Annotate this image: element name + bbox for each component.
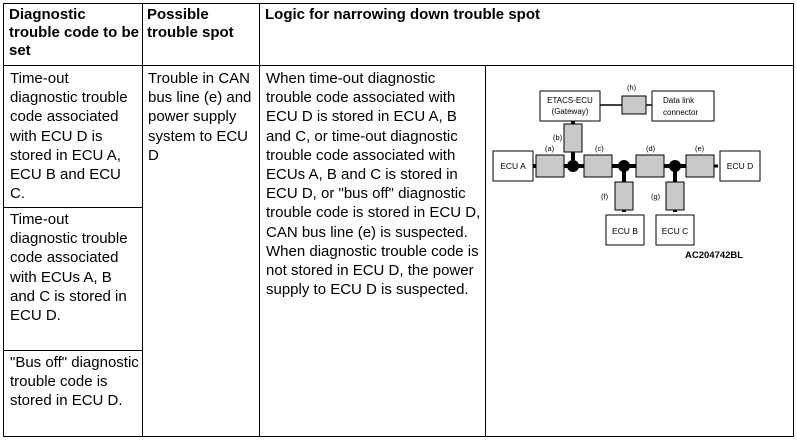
segment-c-label: (c) bbox=[595, 144, 604, 153]
ecu-b-label: ECU B bbox=[612, 226, 638, 236]
code-row-divider-1 bbox=[3, 207, 143, 208]
code-cell-3: "Bus off" diagnostic trouble code is sto… bbox=[10, 354, 139, 410]
data-link-connector-label-2: connector bbox=[663, 108, 698, 117]
code-cell-2: Time-out diagnostic trouble code associa… bbox=[10, 211, 128, 325]
segment-g-block bbox=[665, 181, 685, 211]
etacs-gateway-label: (Gateway) bbox=[552, 107, 589, 116]
code-row-divider-2 bbox=[3, 350, 143, 351]
table-border-top bbox=[3, 3, 794, 4]
segment-e-block bbox=[685, 154, 715, 178]
junction-ecu-c bbox=[669, 160, 681, 172]
segment-b-label: (b) bbox=[553, 133, 563, 142]
data-link-connector-box bbox=[651, 90, 715, 122]
segment-a-label: (a) bbox=[545, 144, 555, 153]
segment-d-label: (d) bbox=[646, 144, 656, 153]
figure-column-divider bbox=[485, 65, 486, 437]
segment-f-block bbox=[614, 181, 634, 211]
ecu-a-box bbox=[492, 150, 534, 182]
segment-f-label: (f) bbox=[601, 192, 609, 201]
table-border-left bbox=[3, 3, 4, 437]
header-diagnostic-code: Diagnostic trouble code to be set bbox=[9, 6, 140, 59]
ecu-d-box bbox=[719, 150, 761, 182]
table-border-right bbox=[793, 3, 794, 437]
code-cell-1: Time-out diagnostic trouble code associa… bbox=[10, 70, 128, 203]
etacs-ecu-label: ETACS-ECU bbox=[547, 96, 593, 105]
segment-h-block bbox=[621, 95, 647, 115]
header-row-divider bbox=[3, 65, 794, 66]
junction-ecu-b bbox=[618, 160, 630, 172]
segment-c-block bbox=[583, 154, 613, 178]
can-bus-diagram: ETACS-ECU (Gateway) Data link connector … bbox=[492, 83, 761, 261]
figure-code: AC204742BL bbox=[685, 250, 743, 261]
data-link-connector-label-1: Data link bbox=[663, 96, 695, 105]
header-logic: Logic for narrowing down trouble spot bbox=[265, 6, 540, 23]
segment-d-block bbox=[635, 154, 665, 178]
header-trouble-spot: Possible trouble spot bbox=[147, 6, 234, 41]
ecu-d-label: ECU D bbox=[727, 161, 753, 171]
column-divider-1 bbox=[142, 3, 143, 437]
segment-g-label: (g) bbox=[651, 192, 661, 201]
segment-a-block bbox=[535, 154, 565, 178]
trouble-spot-cell: Trouble in CAN bus line (e) and power su… bbox=[148, 70, 252, 164]
segment-h-label: (h) bbox=[627, 83, 637, 92]
junction-gateway bbox=[567, 160, 579, 172]
logic-cell: When time-out diagnostic trouble code as… bbox=[266, 70, 481, 299]
ecu-b-box bbox=[605, 214, 645, 246]
column-divider-2 bbox=[259, 3, 260, 437]
segment-e-label: (e) bbox=[695, 144, 705, 153]
segment-b-block bbox=[563, 123, 583, 153]
etacs-ecu-box bbox=[539, 90, 601, 122]
ecu-c-label: ECU C bbox=[662, 226, 688, 236]
table-border-bottom bbox=[3, 436, 794, 437]
ecu-c-box bbox=[655, 214, 695, 246]
ecu-a-label: ECU A bbox=[500, 161, 526, 171]
